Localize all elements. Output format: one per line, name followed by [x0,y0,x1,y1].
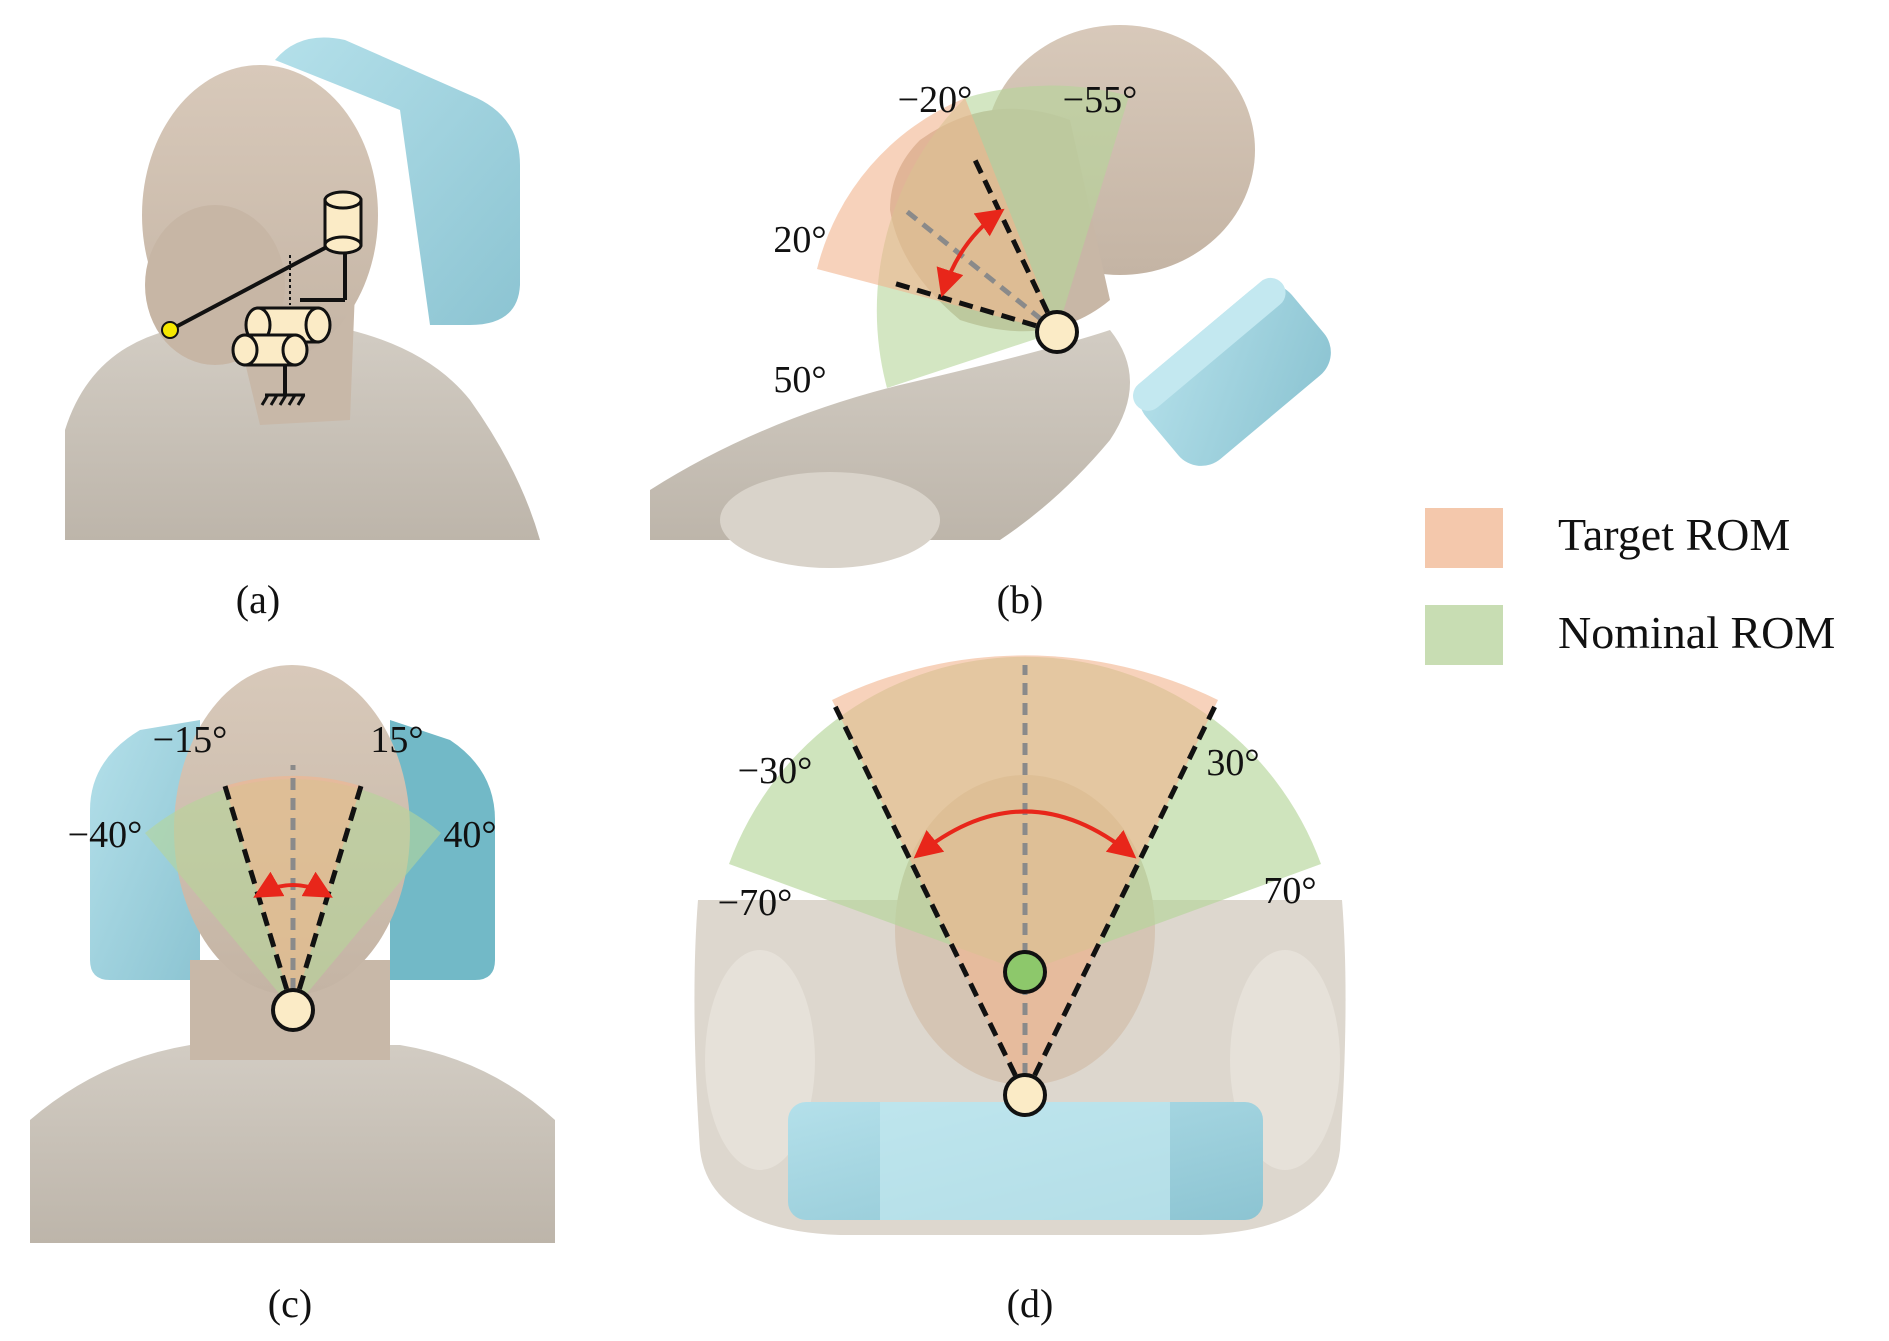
panel-d: −30° 30° −70° 70° (d) [694,655,1346,1326]
angle-label-c-neg15: −15° [153,719,228,761]
shoulder-left-d [705,950,815,1170]
legend-swatch-target [1425,508,1503,568]
legend: Target ROM Nominal ROM [1425,508,1835,665]
angle-label-c-40: 40° [443,814,496,856]
caption-b: (b) [997,577,1044,622]
headrest-b [1133,277,1331,466]
rotation-arrow-d [913,809,1137,859]
angle-label-d-neg70: −70° [718,882,793,924]
angle-label-d-70: 70° [1263,870,1316,912]
rotation-arrow-c [253,871,333,898]
ground-symbol-a [260,393,306,406]
pivot-joint-d [1003,1073,1047,1117]
limit-line-d-right [1022,698,1221,1097]
neutral-line-b [903,208,1059,334]
limit-line-c-right [290,785,364,1011]
pivot-joint-b [1035,310,1079,354]
panel-b: −20° −55° 20° 50° (b) [650,25,1331,622]
legend-label-nominal: Nominal ROM [1558,607,1835,658]
legend-label-target: Target ROM [1558,509,1790,560]
pivot-joint-c [271,988,315,1032]
angle-label-c-neg40: −40° [68,814,143,856]
angle-label-b-neg20: −20° [898,79,973,121]
headrest-d-center [880,1102,1170,1220]
limit-line-c-left [222,785,296,1011]
headrest-c-right [390,720,495,980]
target-rom-sector-d [832,655,1218,1095]
limit-line-d-left [829,698,1028,1097]
joint-cylinder-top-a [323,190,363,255]
legend-swatch-nominal [1425,605,1503,665]
angle-label-c-15: 15° [370,719,423,761]
end-effector-point-a [161,321,179,339]
headrest-a [275,37,520,325]
angle-label-d-30: 30° [1206,742,1259,784]
torso-a [65,330,540,540]
caption-c: (c) [268,1281,312,1326]
limit-line-b-upper [972,158,1060,334]
rotation-arrow-b [936,208,1005,298]
joint-cylinder-low-a [231,333,309,367]
caption-d: (d) [1007,1281,1054,1326]
angle-label-b-50: 50° [773,359,826,401]
panel-a: (a) [65,37,540,622]
angle-label-d-neg30: −30° [738,750,813,792]
link-arm-a [169,238,341,332]
caption-a: (a) [236,577,280,622]
torso-c [30,1045,555,1243]
angle-label-b-20: 20° [773,219,826,261]
limit-line-b-lower [889,279,1058,335]
panel-c: −15° 15° −40° 40° (c) [30,665,555,1326]
angle-label-b-neg55: −55° [1063,79,1138,121]
headrest-c [90,720,200,980]
secondary-joint-d [1003,950,1047,994]
shoulder-b [720,472,940,568]
